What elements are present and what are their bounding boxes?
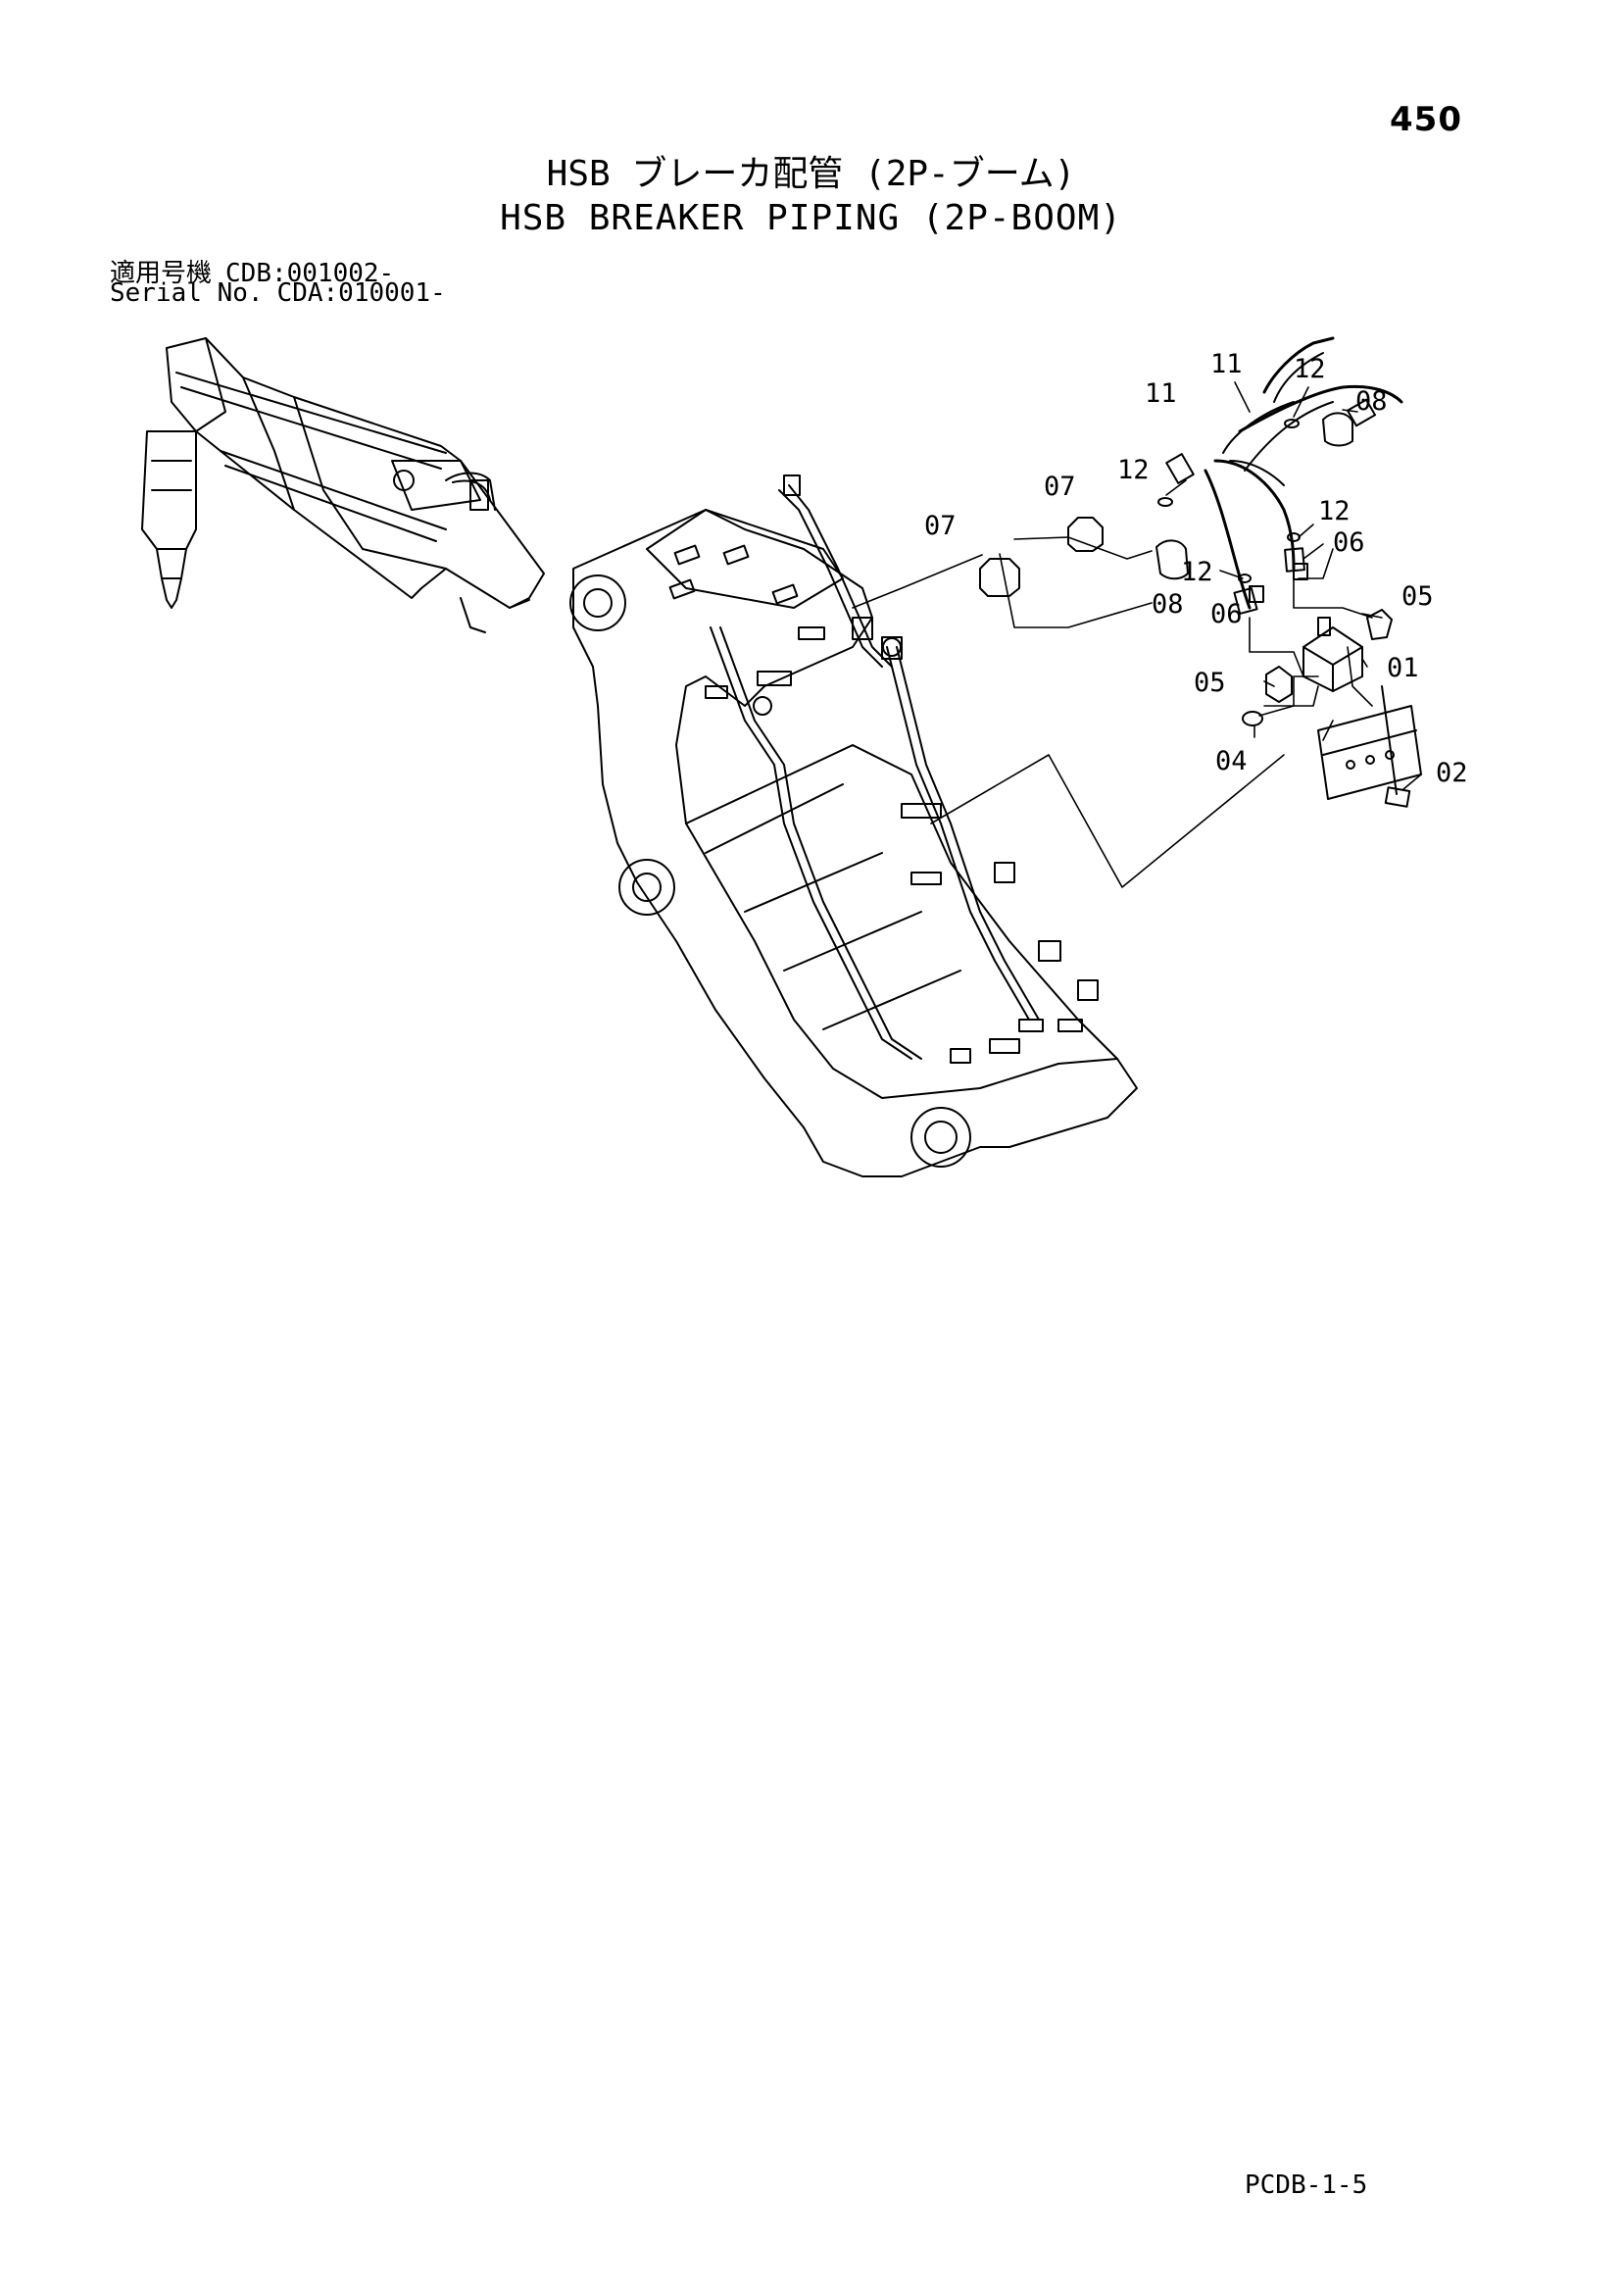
callout-05-right: 05 xyxy=(1401,581,1434,612)
applicability-label: 適用号機 xyxy=(110,259,213,288)
title-english: HSB BREAKER PIPING (2P-BOOM) xyxy=(500,198,1122,238)
callout-11-upper: 11 xyxy=(1210,349,1243,379)
callout-04: 04 xyxy=(1215,746,1248,776)
leader-lines xyxy=(852,536,1373,888)
callout-12-mid: 12 xyxy=(1117,455,1150,485)
callout-06-right: 06 xyxy=(1333,527,1365,558)
callout-12-right: 12 xyxy=(1318,496,1351,526)
callout-08-lower: 08 xyxy=(1152,589,1184,620)
serial-label: Serial No. xyxy=(110,278,264,308)
boom-drawing xyxy=(569,474,1138,1177)
callout-12-left: 12 xyxy=(1181,557,1213,587)
page-number: 450 xyxy=(1390,100,1462,139)
callout-07-upper: 07 xyxy=(1044,472,1076,502)
callout-06-left: 06 xyxy=(1210,599,1243,629)
callout-leaders xyxy=(1165,381,1422,790)
applicability-value: CDB:001002- xyxy=(225,259,395,288)
callout-12-upper: 12 xyxy=(1294,354,1326,384)
callout-02: 02 xyxy=(1436,758,1468,788)
breaker-arm-drawing xyxy=(141,337,545,633)
callout-08-upper: 08 xyxy=(1355,386,1388,417)
serial-value: CDA:010001- xyxy=(276,278,446,308)
callout-11-lower: 11 xyxy=(1145,378,1177,409)
footer-code: PCDB-1-5 xyxy=(1245,2171,1368,2200)
applicability-row-1: 適用号機 CDB:001002- xyxy=(110,253,394,289)
callout-numbers: 11 12 08 11 07 12 07 12 06 12 08 06 05 0… xyxy=(924,349,1468,788)
title-japanese: HSB ブレーカ配管 (2P-ブーム) xyxy=(546,154,1076,194)
callout-05-left: 05 xyxy=(1194,668,1226,698)
callout-07-lower: 07 xyxy=(924,511,957,541)
exploded-parts xyxy=(979,336,1422,808)
callout-01: 01 xyxy=(1387,653,1419,683)
applicability-row-2: Serial No. CDA:010001- xyxy=(110,278,446,308)
